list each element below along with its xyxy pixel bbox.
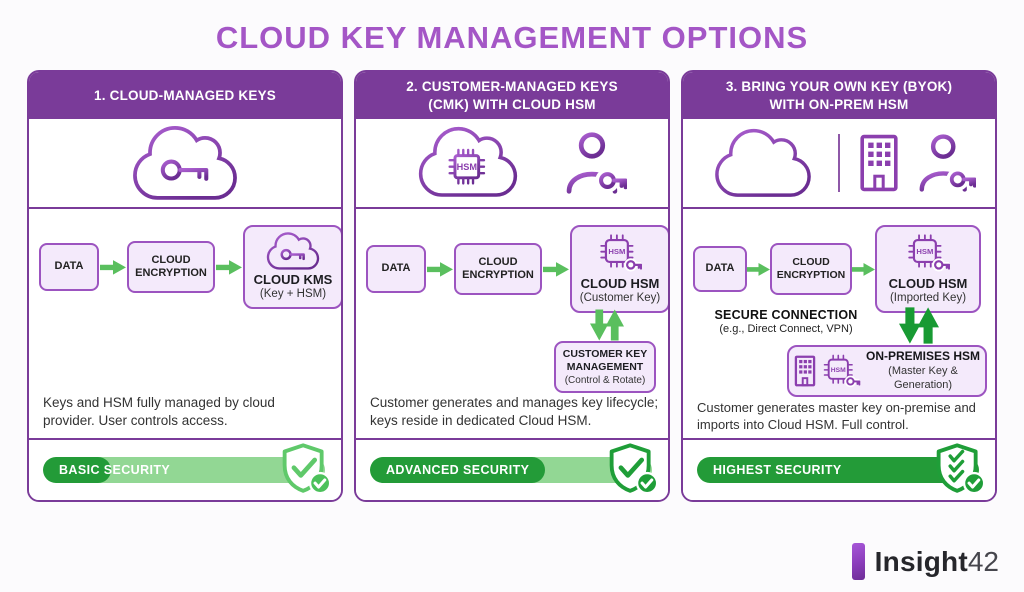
cloud-kms-box: CLOUD KMS (Key + HSM)	[243, 225, 341, 309]
brand-number: 42	[967, 545, 999, 577]
shield-triple-check-icon	[936, 443, 986, 495]
security-bar	[370, 457, 652, 483]
cloud-hsm-box: HSM CLOUD HSM (Imported Key)	[875, 225, 981, 313]
on-premises-hsm-box: HSM ON-PREMISES HSM (Master Key & Genera…	[787, 345, 987, 397]
secure-connection-label: SECURE CONNECTION (e.g., Direct Connect,…	[685, 308, 887, 335]
arrow-right-icon	[100, 259, 126, 275]
card-header-line1: 2. CUSTOMER-MANAGED KEYS	[406, 78, 618, 94]
cloud-encryption-box: CLOUD ENCRYPTION	[127, 241, 215, 293]
customer-key-management-box: CUSTOMER KEY MANAGEMENT (Control & Rotat…	[554, 341, 656, 394]
card-header: 1. CLOUD-MANAGED KEYS	[29, 72, 341, 119]
brand-name: Insight	[874, 545, 968, 577]
hsm-chip-label: HSM	[608, 247, 625, 256]
flow-zone: DATA CLOUD ENCRYPTION CLOUD KMS (Key + H…	[29, 209, 341, 440]
arrow-right-icon	[427, 261, 453, 277]
description-text: Customer generates and manages key lifec…	[370, 395, 659, 429]
cloud-encryption-box: CLOUD ENCRYPTION	[770, 243, 852, 295]
user-key-icon	[919, 134, 976, 192]
shield-check-icon	[282, 443, 332, 495]
hsm-chip-key-icon: HSM	[600, 234, 643, 272]
security-label: BASIC SECURITY	[59, 463, 171, 477]
security-bar	[43, 457, 325, 483]
cloud-encryption-box: CLOUD ENCRYPTION	[454, 243, 542, 295]
hsm-chip-label: HSM	[457, 162, 478, 172]
building-icon	[859, 134, 898, 192]
security-label: ADVANCED SECURITY	[386, 463, 530, 477]
security-label: HIGHEST SECURITY	[713, 463, 842, 477]
target-title: CLOUD HSM	[580, 276, 660, 291]
option-cards: 1. CLOUD-MANAGED KEYS DATA CLOUD ENCRYPT…	[0, 70, 1024, 502]
icon-zone	[683, 119, 995, 209]
security-bar-fill	[370, 457, 545, 483]
hsm-chip-key-icon: HSM	[908, 234, 951, 272]
security-zone: HIGHEST SECURITY	[683, 440, 995, 500]
cloud-key-icon	[266, 232, 320, 270]
cloud-hsm-box: HSM CLOUD HSM (Customer Key)	[570, 225, 668, 313]
onprem-subtitle: (Master Key & Generation)	[888, 365, 958, 391]
onprem-title: ON-PREMISES HSM	[865, 349, 980, 364]
card-header-line2: (CMK) WITH CLOUD HSM	[428, 96, 596, 112]
cloud-key-icon	[133, 125, 237, 200]
arrow-right-icon	[216, 259, 242, 275]
card-header-line1: 1. CLOUD-MANAGED KEYS	[94, 87, 276, 103]
description-text: Customer generates master key on-premise…	[697, 399, 976, 432]
hsm-chip-label: HSM	[831, 367, 846, 374]
cloud-hsm-icon: HSM	[418, 126, 518, 197]
data-box: DATA	[39, 243, 99, 291]
cloud-icon	[714, 128, 811, 197]
card-header-line1: 3. BRING YOUR OWN KEY (BYOK)	[725, 78, 953, 94]
flow-zone: DATA CLOUD ENCRYPTION HSM CLOUD HSM (Cus…	[356, 209, 668, 440]
secondary-subtitle: (Control & Rotate)	[564, 375, 646, 387]
arrows-up-down-icon	[590, 309, 624, 341]
data-box: DATA	[366, 245, 426, 293]
description-text: Keys and HSM fully managed by cloud prov…	[43, 395, 275, 429]
user-key-icon	[566, 132, 627, 194]
hsm-chip-label: HSM	[916, 247, 933, 256]
vertical-divider	[837, 134, 840, 192]
card-customer-managed-keys: 2. CUSTOMER-MANAGED KEYS (CMK) WITH CLOU…	[354, 70, 670, 502]
shield-check-icon	[609, 443, 659, 495]
arrow-right-icon	[543, 261, 569, 277]
secure-connection-subtitle: (e.g., Direct Connect, VPN)	[719, 323, 853, 335]
security-bar-fill	[43, 457, 111, 483]
arrows-up-down-icon	[899, 307, 939, 344]
page-title: CLOUD KEY MANAGEMENT OPTIONS	[215, 20, 809, 55]
on-premises-text: ON-PREMISES HSM (Master Key & Generation…	[864, 349, 982, 392]
secondary-title: CUSTOMER KEY MANAGEMENT	[562, 348, 648, 374]
icon-zone	[29, 119, 341, 209]
arrow-right-icon	[852, 262, 875, 276]
secure-connection-title: SECURE CONNECTION	[714, 308, 858, 322]
card-cloud-managed-keys: 1. CLOUD-MANAGED KEYS DATA CLOUD ENCRYPT…	[27, 70, 343, 502]
brand-logo-bar	[851, 543, 865, 580]
arrow-right-icon	[747, 262, 770, 276]
hsm-chip-key-icon: HSM	[823, 354, 861, 388]
target-title: CLOUD HSM	[888, 276, 968, 291]
icon-zone: HSM	[356, 119, 668, 209]
building-icon	[794, 355, 816, 387]
security-bar-fill	[697, 457, 979, 483]
target-subtitle: (Key + HSM)	[259, 288, 327, 300]
data-box: DATA	[693, 246, 747, 292]
security-bar	[697, 457, 979, 483]
card-header: 3. BRING YOUR OWN KEY (BYOK) WITH ON-PRE…	[683, 72, 995, 119]
security-zone: BASIC SECURITY	[29, 440, 341, 500]
security-zone: ADVANCED SECURITY	[356, 440, 668, 500]
card-byok: 3. BRING YOUR OWN KEY (BYOK) WITH ON-PRE…	[681, 70, 997, 502]
target-subtitle: (Imported Key)	[889, 292, 967, 304]
card-header-line2: WITH ON-PREM HSM	[769, 96, 909, 112]
flow-zone: DATA CLOUD ENCRYPTION HSM CLOUD HSM (Imp…	[683, 209, 995, 440]
card-header: 2. CUSTOMER-MANAGED KEYS (CMK) WITH CLOU…	[356, 72, 668, 119]
target-title: CLOUD KMS	[253, 272, 333, 287]
target-subtitle: (Customer Key)	[579, 292, 661, 304]
